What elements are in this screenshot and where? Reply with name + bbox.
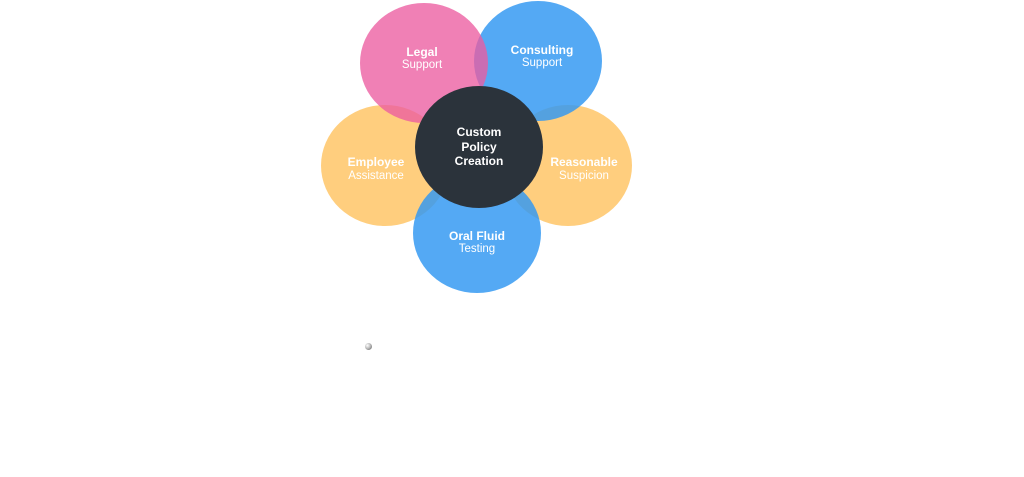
petal-legal-support-text: Legal Support bbox=[402, 45, 442, 73]
petal-consulting-support-text: Consulting Support bbox=[511, 43, 574, 71]
petal-subtitle: Support bbox=[521, 57, 563, 70]
petal-consulting-support: Consulting Support bbox=[474, 1, 602, 121]
center-line-3: Creation bbox=[454, 154, 504, 169]
petal-title: Consulting bbox=[510, 42, 574, 57]
center-text: Custom Policy Creation bbox=[439, 125, 519, 168]
petal-reasonable-suspicion-text: Reasonable Suspicion bbox=[550, 155, 617, 183]
petal-employee-assistance-text: Employee Assistance bbox=[348, 155, 405, 183]
center-custom-policy-creation: Custom Policy Creation bbox=[415, 86, 543, 208]
center-line-2: Policy bbox=[461, 139, 497, 154]
petal-oral-fluid-testing-text: Oral Fluid Testing bbox=[449, 229, 505, 257]
petal-title: Employee bbox=[347, 155, 405, 170]
petal-subtitle: Suspicion bbox=[559, 169, 609, 182]
cursor-dot-icon bbox=[365, 343, 372, 350]
center-line-1: Custom bbox=[456, 125, 502, 140]
petal-subtitle: Assistance bbox=[348, 169, 404, 182]
petal-title: Reasonable bbox=[550, 155, 618, 170]
petal-title: Legal bbox=[406, 44, 438, 59]
petal-title: Oral Fluid bbox=[448, 228, 505, 243]
petal-subtitle: Support bbox=[401, 59, 443, 72]
petal-subtitle: Testing bbox=[458, 243, 496, 256]
